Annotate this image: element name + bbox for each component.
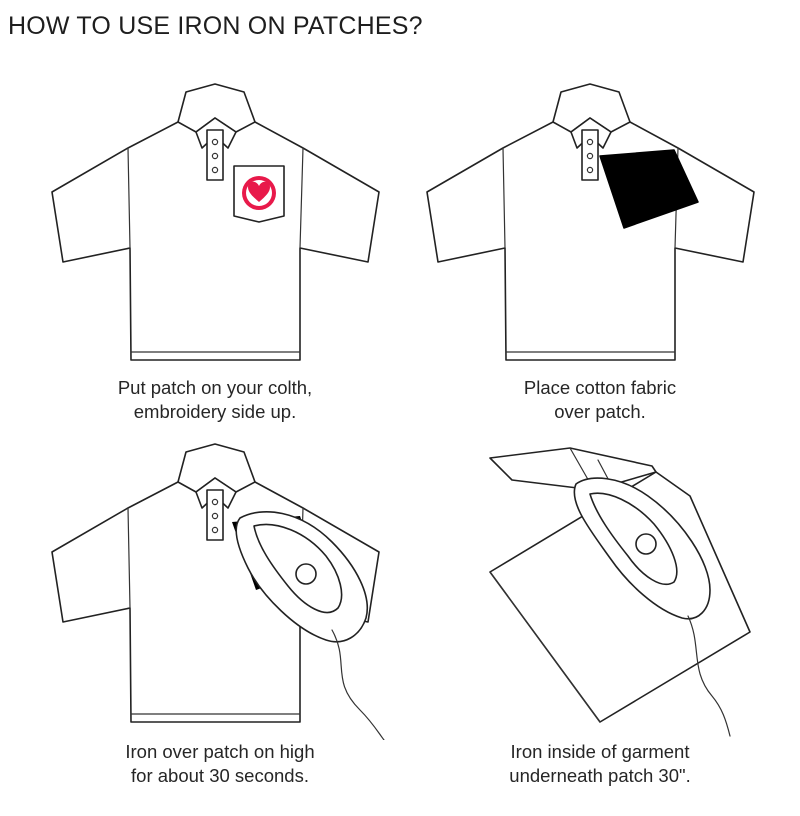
step-3-panel: Iron over patch on high for about 30 sec… [0,440,420,816]
page-title: HOW TO USE IRON ON PATCHES? [8,12,423,40]
polo-shirt-icon [426,83,755,361]
iron-icon [573,477,731,737]
cotton-fabric-icon [599,149,699,229]
step-4-panel: Iron inside of garment underneath patch … [420,440,800,816]
heart-patch-icon [242,176,276,210]
step-3-caption: Iron over patch on high for about 30 sec… [125,741,315,786]
step-1-panel: Put patch on your colth, embroidery side… [0,70,400,440]
step-2-panel: Place cotton fabric over patch. [380,70,800,440]
polo-shirt-icon [51,443,385,740]
iron-icon [235,511,385,740]
polo-shirt-icon [51,83,380,361]
garment-inside-icon [489,447,751,737]
step-4-caption: Iron inside of garment underneath patch … [509,741,691,786]
step-1-caption: Put patch on your colth, embroidery side… [117,377,313,422]
step-2-caption: Place cotton fabric over patch. [523,377,677,422]
